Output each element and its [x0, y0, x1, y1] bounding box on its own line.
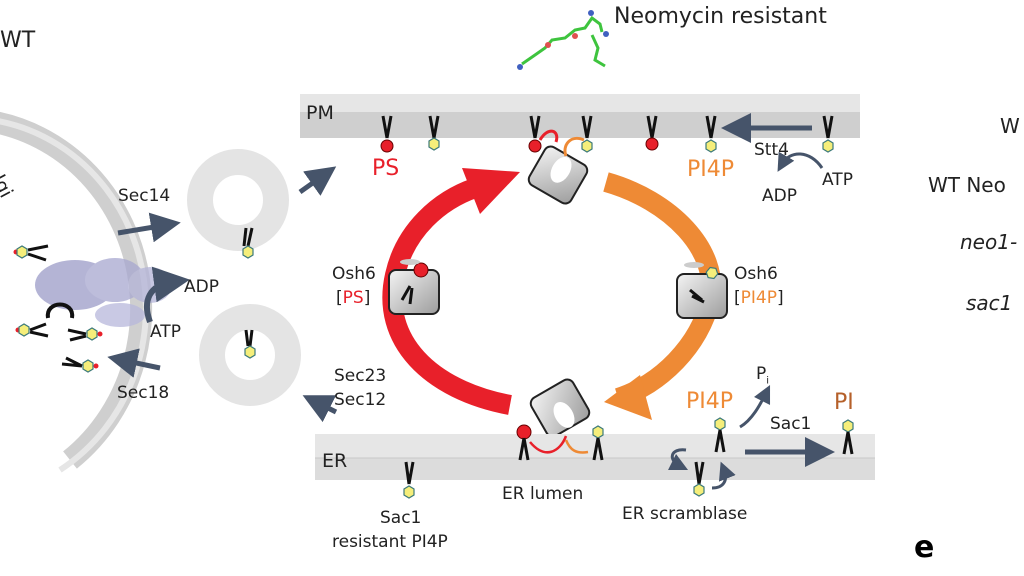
osh6-right-cargo-pi4p: PI4P [740, 288, 777, 308]
pi4p-uptake-arrow-icon [564, 439, 589, 454]
osh6-ps-box [388, 259, 440, 315]
adp-right-label: ADP [762, 186, 797, 206]
osh6-top-box [527, 145, 589, 205]
neomycin-molecule-icon [517, 10, 609, 70]
ps-top-label: PS [372, 156, 400, 181]
osh6-pi4p-box [676, 262, 728, 319]
er-label: ER [322, 450, 348, 472]
right-neo1-label: neo1- [960, 230, 1018, 254]
sec14-arrow-icon [117, 212, 181, 243]
right-wt-neo-label: WT Neo [928, 173, 1006, 197]
bracket-close: ] [776, 288, 784, 308]
wt-label: WT [0, 28, 36, 53]
pi-letter: P [756, 364, 767, 384]
osh6-bottom-box [529, 378, 591, 438]
adp-left-label: ADP [184, 277, 219, 297]
flip-arrow-icon [45, 302, 75, 319]
pi4p-exchange-arrow-icon [563, 137, 585, 157]
er-lumen-label: ER lumen [502, 484, 584, 504]
vesicle-to-pm-arrow-icon [298, 166, 337, 196]
osh6-right-cargo: [PI4P] [734, 288, 784, 308]
sec23-label: Sec23 [334, 366, 387, 386]
atp-adp-left-arrow-icon [143, 266, 190, 324]
pi4p-top-label: PI4P [687, 157, 735, 182]
osh6-left-label: Osh6 [332, 264, 376, 284]
sec18-label: Sec18 [117, 383, 170, 403]
sac1-resistant-label-line2: resistant PI4P [332, 532, 448, 552]
pi-product-label: PI [834, 390, 854, 415]
pm-lipids [380, 115, 834, 153]
plasma-membrane [300, 94, 860, 138]
golgi-lipids [13, 244, 103, 373]
sec18-arrow-icon [107, 348, 161, 378]
pi-subscript: i [766, 375, 770, 387]
atp-left-label: ATP [150, 322, 181, 342]
bracket-close: ] [363, 288, 371, 308]
pi4p-bottom-label: PI4P [686, 389, 734, 414]
neomycin-resistant-label: Neomycin resistant [614, 4, 827, 29]
scramblase-arrow-icon-2 [711, 461, 736, 490]
er-scramblase-label: ER scramblase [622, 504, 748, 524]
scramblase-arrow-icon [667, 448, 689, 471]
atp-right-label: ATP [822, 170, 853, 190]
vesicle-upper [187, 149, 289, 259]
er-export-arrow-icon [302, 395, 338, 423]
pi-release-arrow-icon [739, 384, 771, 429]
panel-e-label: e [914, 530, 935, 565]
bracket-open: [ [734, 288, 741, 308]
osh6-left-cargo-ps: PS [342, 288, 364, 308]
sac1-label: Sac1 [770, 414, 812, 434]
osh6-left-cargo: [PS] [336, 288, 370, 308]
ps-exchange-arrow-icon [538, 129, 559, 143]
bracket-open: [ [336, 288, 343, 308]
right-wt-label: W [1000, 114, 1020, 138]
golgi-membrane [0, 111, 153, 473]
pi-label: Pi [756, 364, 769, 386]
sac1-resistant-label-line1: Sac1 [380, 508, 422, 528]
vesicle-lower [199, 304, 301, 406]
osh6-right-label: Osh6 [734, 264, 778, 284]
stt4-label: Stt4 [754, 140, 789, 160]
pm-label: PM [306, 102, 334, 124]
right-sac1-label: sac1 [966, 291, 1013, 315]
ps-release-arrow-icon [529, 435, 568, 454]
atp-adp-right-arrow-icon [777, 151, 824, 172]
sec12-label: Sec12 [334, 390, 387, 410]
er-lipids [403, 417, 854, 499]
sec14-label: Sec14 [118, 186, 171, 206]
